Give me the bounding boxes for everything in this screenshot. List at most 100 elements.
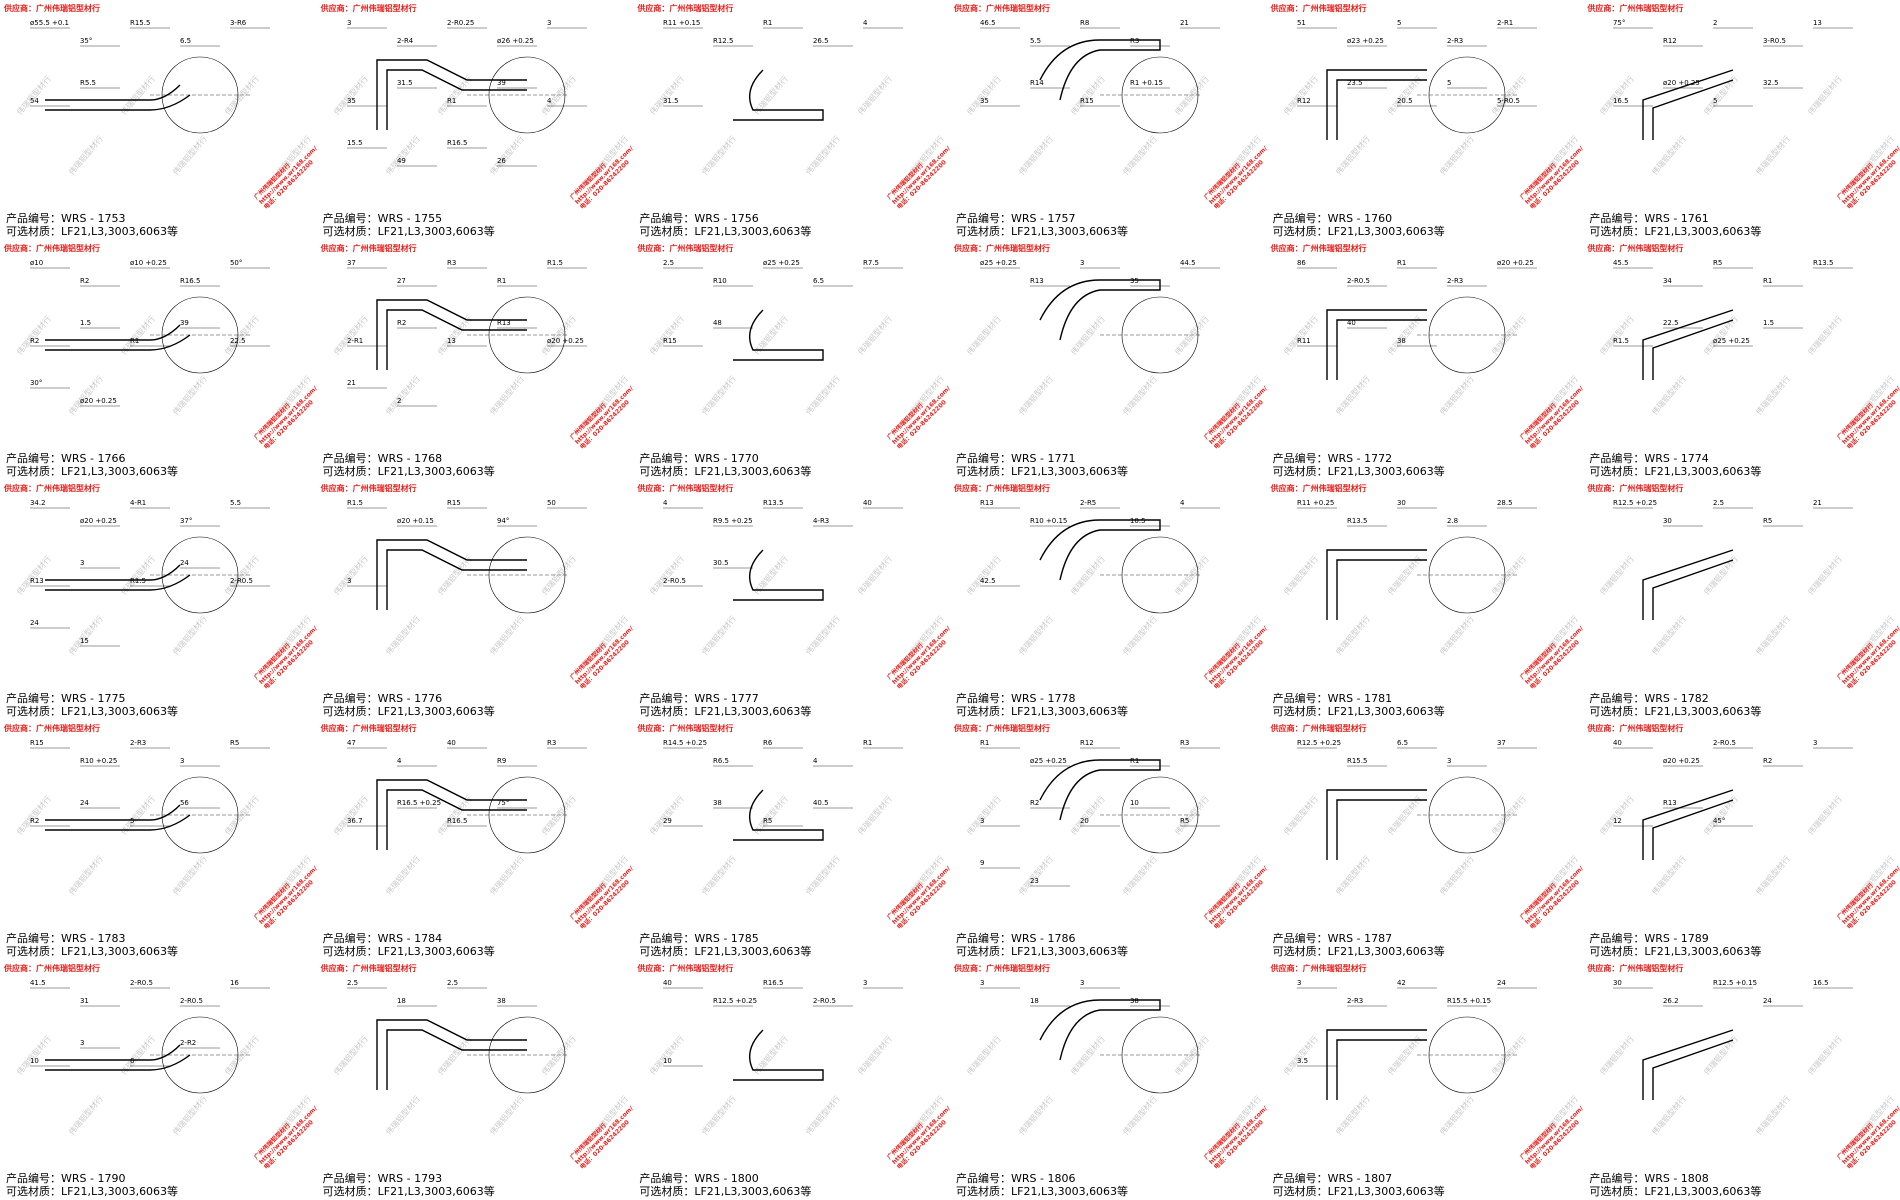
dimension-label: 86 [1297,259,1306,267]
product-id: 产品编号：WRS - 1757 [956,212,1076,225]
profile-outline [1325,309,1427,380]
dimension-label: R15.5 +0.15 [1447,997,1491,1005]
dimension-label: R3 [447,259,456,267]
dimension-label: 3-R6 [230,19,246,27]
dimension-label: R7.5 [863,259,879,267]
product-id: 产品编号：WRS - 1793 [322,1172,443,1185]
material-label: 可选材质：LF21,L3,3003,6063等 [6,1185,179,1198]
reference-circle [1428,1016,1505,1094]
profile-outline [733,309,825,361]
dimension-label: ø20 +0.25 [80,397,117,405]
dimension-label: 1.5 [80,319,91,327]
dimension-label: R3 [1130,37,1139,45]
dimension-label: 3 [1080,259,1084,267]
dimension-label: 2.5 [347,979,358,987]
dimension-label: 75° [497,799,509,807]
profile-outline [733,789,825,841]
dimension-label: R13 [1030,277,1044,285]
dimension-label: 23.5 [1347,79,1363,87]
dimension-label: 37 [347,259,356,267]
supplier-label: 供应商：广州伟瑞铝型材行 [4,964,100,973]
dimension-label: 3 [1297,979,1301,987]
dimension-label: 3 [1080,979,1084,987]
material-label: 可选材质：LF21,L3,3003,6063等 [1589,465,1762,478]
dimension-label: R1 [130,337,139,345]
profile-outline [1642,1029,1734,1100]
profile-outline [375,539,527,610]
dimension-label: R13 [980,499,994,507]
dimension-label: 2 [1713,19,1717,27]
product-card: 伟瑞铝型材行伟瑞铝型材行伟瑞铝型材行伟瑞铝型材行伟瑞铝型材行伟瑞铝型材行供应商：… [317,0,634,240]
material-label: 可选材质：LF21,L3,3003,6063等 [956,1185,1129,1198]
dimension-label: 40 [447,739,456,747]
dimension-label: 4 [547,97,552,105]
dimension-label: 34 [1663,277,1672,285]
dimension-label: 24 [1497,979,1506,987]
material-label: 可选材质：LF21,L3,3003,6063等 [1589,705,1762,718]
dimension-label: 35 [347,97,356,105]
dimension-label: R1 [1763,277,1772,285]
dimension-label: 75° [1613,19,1625,27]
product-id: 产品编号：WRS - 1787 [1272,932,1393,945]
dimension-label: 18 [397,997,406,1005]
material-label: 可选材质：LF21,L3,3003,6063等 [1272,1185,1445,1198]
dimension-label: 5 [130,817,134,825]
dimension-label: R10 [713,277,727,285]
dimension-label: 13 [447,337,456,345]
product-id: 产品编号：WRS - 1783 [6,932,126,945]
product-card: 伟瑞铝型材行伟瑞铝型材行伟瑞铝型材行伟瑞铝型材行伟瑞铝型材行伟瑞铝型材行供应商：… [633,960,950,1200]
dimension-label: ø25 +0.25 [980,259,1017,267]
dimension-label: 38 [497,997,506,1005]
product-card: 伟瑞铝型材行伟瑞铝型材行伟瑞铝型材行伟瑞铝型材行伟瑞铝型材行伟瑞铝型材行供应商：… [1267,720,1584,960]
dimension-label: 40 [1613,739,1622,747]
supplier-label: 供应商：广州伟瑞铝型材行 [1587,244,1684,253]
product-card: 伟瑞铝型材行伟瑞铝型材行伟瑞铝型材行伟瑞铝型材行伟瑞铝型材行伟瑞铝型材行供应商：… [317,240,634,480]
product-card: 伟瑞铝型材行伟瑞铝型材行伟瑞铝型材行伟瑞铝型材行伟瑞铝型材行伟瑞铝型材行供应商：… [633,480,950,720]
dimension-label: 16.5 [1813,979,1829,987]
dimension-label: ø20 +0.25 [547,337,584,345]
dimension-label: R3 [1180,739,1189,747]
dimension-label: R1 [763,19,772,27]
dimension-label: R5 [1713,259,1722,267]
product-card: 伟瑞铝型材行伟瑞铝型材行伟瑞铝型材行伟瑞铝型材行伟瑞铝型材行伟瑞铝型材行供应商：… [633,0,950,240]
product-card: 伟瑞铝型材行伟瑞铝型材行伟瑞铝型材行伟瑞铝型材行伟瑞铝型材行伟瑞铝型材行供应商：… [0,0,317,240]
dimension-label: 54 [30,97,39,105]
dimension-label: ø25 +0.25 [1030,757,1067,765]
product-id: 产品编号：WRS - 1777 [639,692,759,705]
dimension-label: 9 [980,859,984,867]
dimension-label: 6.5 [813,277,824,285]
dimension-label: 10 [663,1057,672,1065]
dimension-label: R12.5 +0.25 [1613,499,1657,507]
supplier-label: 供应商：广州伟瑞铝型材行 [4,244,100,253]
dimension-label: 3 [980,817,984,825]
dimension-label: R8 [1080,19,1089,27]
dimension-label: R5.5 [80,79,96,87]
product-card: 伟瑞铝型材行伟瑞铝型材行伟瑞铝型材行伟瑞铝型材行伟瑞铝型材行伟瑞铝型材行供应商：… [950,480,1267,720]
dimension-label: 4 [397,757,402,765]
material-label: 可选材质：LF21,L3,3003,6063等 [1272,945,1445,958]
dimension-label: 5.5 [1030,37,1041,45]
dimension-label: 2-R0.5 [813,997,836,1005]
product-id: 产品编号：WRS - 1789 [1589,932,1709,945]
dimension-label: 10.5 [1130,517,1146,525]
dimension-label: R1.5 [130,577,146,585]
supplier-label: 供应商：广州伟瑞铝型材行 [954,4,1050,13]
dimension-label: 31.5 [663,97,679,105]
